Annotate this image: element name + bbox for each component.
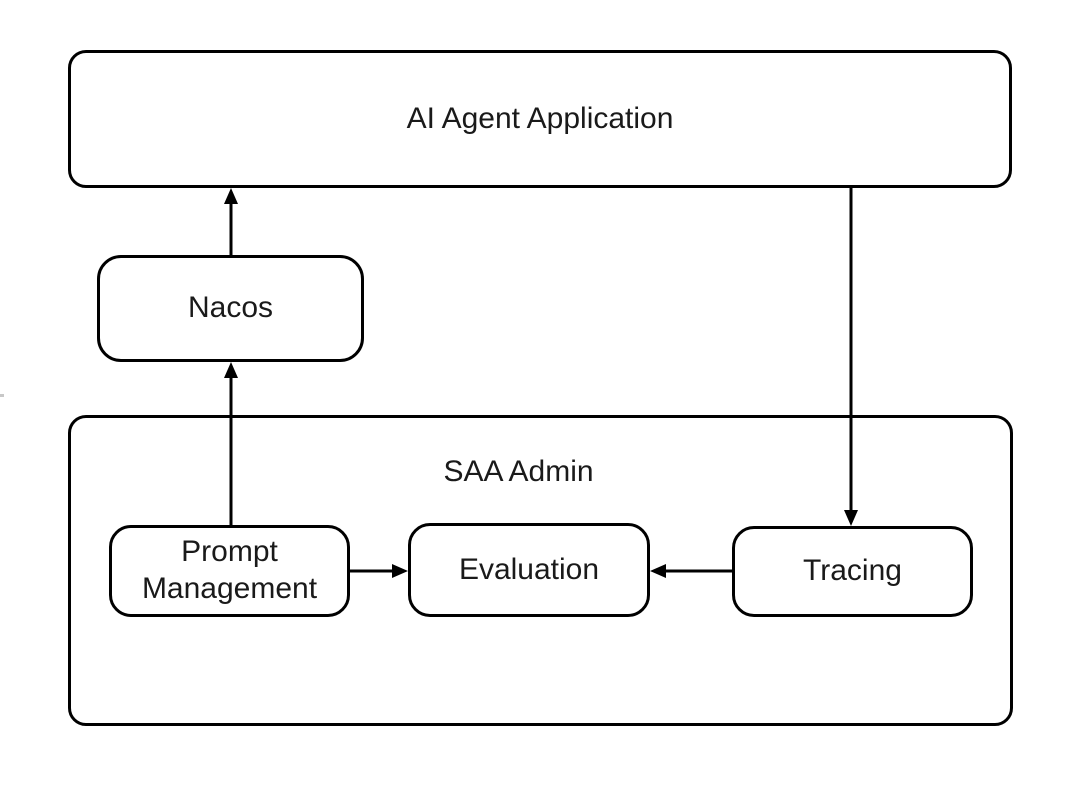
stray-mark <box>0 394 4 397</box>
node-prompt-management-label: Prompt Management <box>141 535 318 605</box>
node-evaluation-label: Evaluation <box>458 552 600 586</box>
node-evaluation: Evaluation <box>408 523 650 617</box>
node-tracing-label: Tracing <box>803 554 902 588</box>
node-saa-admin-label: SAA Admin <box>443 455 594 488</box>
node-nacos-label: Nacos <box>187 291 274 325</box>
node-tracing: Tracing <box>732 526 973 617</box>
edge-nacos-to-ai-agent-arrow <box>224 188 238 255</box>
node-nacos: Nacos <box>97 255 364 362</box>
node-ai-agent-application-label: AI Agent Application <box>406 101 674 135</box>
node-ai-agent-application: AI Agent Application <box>68 50 1012 188</box>
node-prompt-management: Prompt Management <box>109 525 350 617</box>
